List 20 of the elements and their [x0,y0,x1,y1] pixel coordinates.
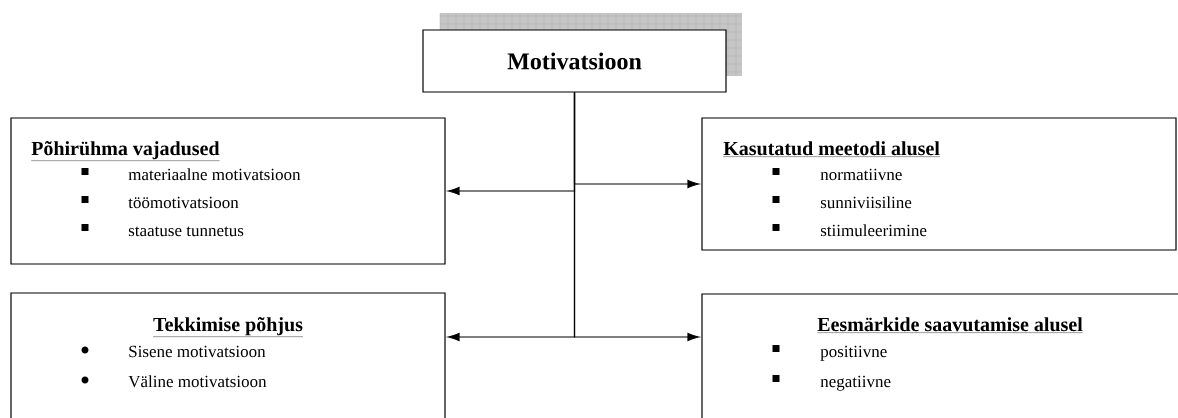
box-heading: Tekkimise põhjus [152,317,304,337]
list-item: staatuse tunnetus [128,226,244,237]
category-box [701,117,1177,251]
list-item: positiivne [820,345,887,361]
list-item: töömotivatsioon [128,196,239,209]
list-item: Väline motivatsioon [128,375,267,388]
list-item: sunniviisiline [820,196,912,209]
arrow [573,92,700,342]
box-heading: Eesmärkide saavutamise alusel [817,317,1083,333]
list-item: Sisene motivatsioon [129,345,266,358]
list-item: stiimuleerimine [820,224,927,237]
category-box [10,292,446,418]
list-item: materiaalne motivatsioon [128,168,301,181]
list-item: normatiivne [820,168,902,181]
title-box: Motivatsioon [422,12,743,93]
list-item: negatiivne [820,375,891,391]
box-heading: Kasutatud meetodi alusel [723,141,941,157]
box-heading: Põhirühma vajadused [31,141,220,161]
category-box [10,117,446,265]
category-box [701,293,1178,418]
